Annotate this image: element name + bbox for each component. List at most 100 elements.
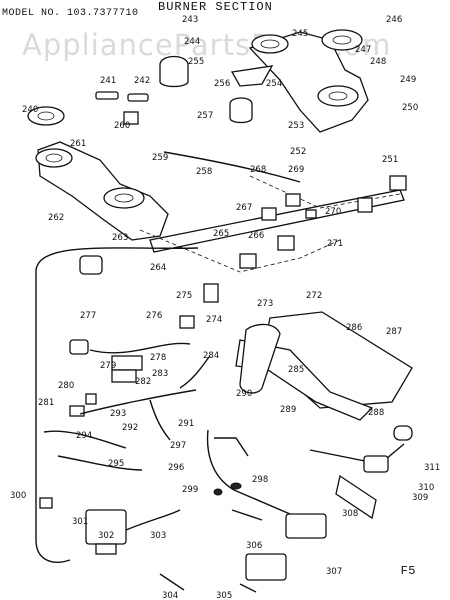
- burner-head-261: [35, 148, 73, 168]
- valve-269: [285, 193, 301, 207]
- fitting-274: [179, 315, 195, 329]
- leader-dashed-a: [139, 229, 341, 273]
- callout-304: 304: [162, 591, 178, 600]
- callout-280: 280: [58, 381, 74, 391]
- union-300: [39, 497, 53, 509]
- pilot-277: [69, 339, 89, 355]
- nut-298: [230, 482, 242, 490]
- callout-275: 275: [176, 291, 192, 301]
- bracket-264: [203, 283, 219, 303]
- callout-306: 306: [246, 541, 262, 551]
- valve-266: [277, 235, 295, 251]
- valve-267: [261, 207, 277, 221]
- callout-242: 242: [134, 76, 150, 86]
- valve-307: [245, 553, 287, 581]
- valve-265: [239, 253, 257, 269]
- callout-247: 247: [355, 45, 371, 55]
- callout-294: 294: [76, 431, 92, 441]
- model-number: MODEL NO. 103.7377710: [2, 8, 139, 19]
- callout-258: 258: [196, 167, 212, 177]
- orifice-241: [95, 91, 119, 100]
- tube-294: [43, 430, 127, 449]
- callout-256: 256: [214, 79, 230, 89]
- callout-253: 253: [288, 121, 304, 131]
- callout-292: 292: [122, 423, 138, 433]
- callout-246: 246: [386, 15, 402, 25]
- burner-bracket-left: [37, 141, 169, 241]
- tube-273: [239, 323, 281, 394]
- callout-278: 278: [150, 353, 166, 363]
- callout-297: 297: [170, 441, 186, 451]
- burner-head-247: [317, 85, 359, 107]
- probe-305: [239, 583, 257, 593]
- knob-310: [393, 425, 413, 441]
- callout-287: 287: [386, 327, 402, 337]
- callout-289: 289: [280, 405, 296, 415]
- callout-245: 245: [292, 29, 308, 39]
- tube-304: [159, 573, 185, 591]
- spark-module-250: [229, 97, 253, 124]
- callout-282: 282: [135, 377, 151, 387]
- callout-266: 266: [248, 231, 264, 241]
- main-gas-tube-262: [35, 247, 199, 563]
- fitting-302: [95, 543, 117, 555]
- parts-artwork: [27, 29, 413, 593]
- callout-241: 241: [100, 76, 116, 86]
- callout-301: 301: [72, 517, 88, 527]
- callout-274: 274: [206, 315, 222, 325]
- callout-269: 269: [288, 165, 304, 175]
- thermostat-308b: [363, 455, 389, 473]
- callout-249: 249: [400, 75, 416, 85]
- tube-293: [79, 389, 197, 415]
- figure-id: F5: [400, 564, 416, 578]
- callout-308: 308: [342, 509, 358, 519]
- callout-288: 288: [368, 408, 384, 418]
- callout-279: 279: [100, 361, 116, 371]
- section-title: BURNER SECTION: [158, 0, 273, 14]
- callout-309: 309: [412, 493, 428, 503]
- callout-295: 295: [108, 459, 124, 469]
- callout-268: 268: [250, 165, 266, 175]
- callout-290: 290: [236, 389, 252, 399]
- callout-248: 248: [370, 57, 386, 67]
- burner-head-240: [27, 106, 65, 126]
- callout-251: 251: [382, 155, 398, 165]
- callout-276: 276: [146, 311, 162, 321]
- fitting-280: [85, 393, 97, 405]
- callout-311: 311: [424, 463, 440, 473]
- callout-263: 263: [112, 233, 128, 243]
- regulator-308: [285, 513, 327, 539]
- callout-243: 243: [182, 15, 198, 25]
- callout-300: 300: [10, 491, 26, 501]
- burner-head-258: [103, 187, 145, 209]
- fitting-281: [69, 405, 85, 417]
- callout-310: 310: [418, 483, 434, 493]
- callout-284: 284: [203, 351, 219, 361]
- callout-250: 250: [402, 103, 418, 113]
- callout-285: 285: [288, 365, 304, 375]
- callout-293: 293: [110, 409, 126, 419]
- callout-277: 277: [80, 311, 96, 321]
- callout-283: 283: [152, 369, 168, 379]
- callout-255: 255: [188, 57, 204, 67]
- callout-260: 260: [114, 121, 130, 131]
- tube-306: [231, 509, 263, 521]
- callout-307: 307: [326, 567, 342, 577]
- burner-head-245: [321, 29, 363, 51]
- tube-284: [179, 355, 211, 389]
- valve-263: [79, 255, 103, 275]
- burner-head-246: [251, 34, 289, 54]
- callout-267: 267: [236, 203, 252, 213]
- callout-265: 265: [213, 229, 229, 239]
- tube-303: [125, 509, 181, 531]
- ignitor-260: [123, 111, 139, 125]
- fitting-270: [305, 209, 317, 219]
- callout-259: 259: [152, 153, 168, 163]
- callout-271: 271: [327, 239, 343, 249]
- tube-295: [57, 455, 143, 471]
- wire-276: [89, 342, 191, 354]
- valve-266b: [357, 197, 373, 213]
- callout-296: 296: [168, 463, 184, 473]
- callout-273: 273: [257, 299, 273, 309]
